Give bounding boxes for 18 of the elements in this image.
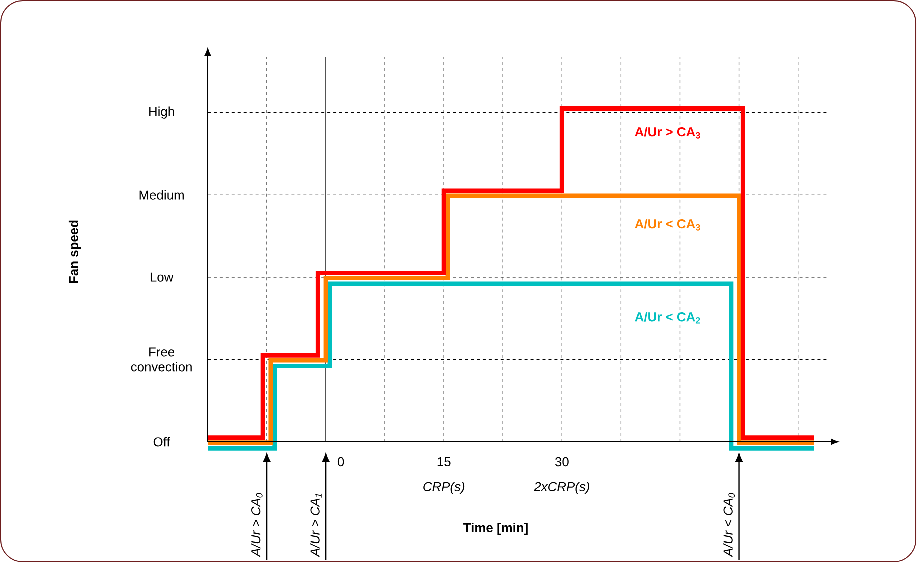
axis-title: Fan speed: [68, 220, 82, 284]
tick-label: 15: [438, 457, 451, 467]
event-label: A/Ur > CA$_{0}$: [251, 493, 263, 558]
level-label: Medium: [140, 190, 184, 200]
tick-label: 0: [338, 457, 344, 467]
level-label: Off: [154, 437, 170, 447]
level-label: Free convection: [131, 348, 192, 372]
level-label: High: [150, 106, 174, 119]
series-label: A/Ur < CA$_{3}$: [634, 218, 702, 232]
tick-label: 30: [555, 457, 569, 467]
tick-sublabel: 2xCRP(s): [534, 482, 590, 494]
axis-title: Time [min]: [464, 522, 528, 536]
series-label: A/Ur < CA$_{2}$: [634, 311, 702, 325]
event-label: A/Ur > CA$_{1}$: [310, 494, 322, 558]
level-label: Low: [150, 272, 174, 282]
series-label: A/Ur > CA$_{3}$: [634, 126, 702, 140]
tick-sublabel: CRP(s): [424, 482, 465, 494]
event-label: A/Ur < CA$_{0}$: [723, 493, 736, 558]
